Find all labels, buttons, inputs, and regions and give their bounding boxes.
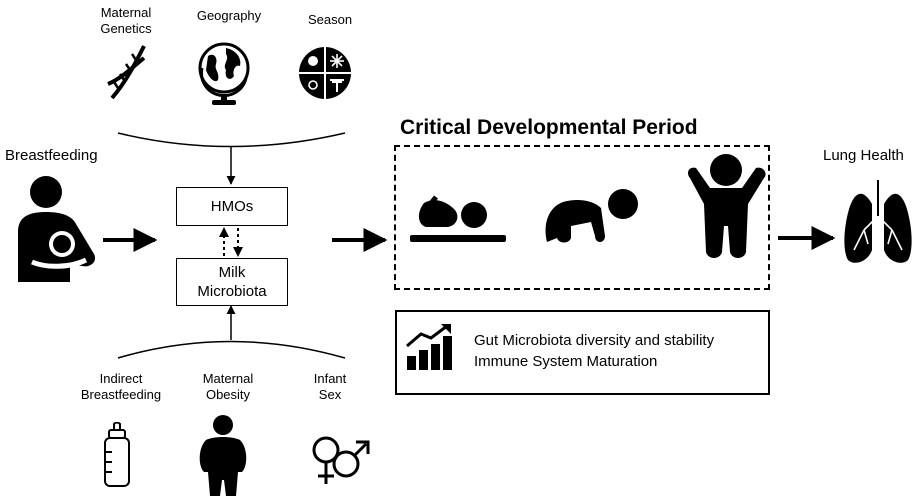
outcome-line-2: Immune System Maturation xyxy=(474,353,658,370)
standing-toddler-icon xyxy=(688,154,766,258)
label-maternal-genetics: Maternal Genetics xyxy=(100,5,152,36)
season-icon xyxy=(299,47,351,99)
breastfeeding-icon xyxy=(18,176,96,282)
critical-period-frame xyxy=(394,145,770,290)
milk-microbiota-box: Milk Microbiota xyxy=(176,258,288,306)
top-bracket xyxy=(117,132,346,148)
dna-icon xyxy=(107,45,146,100)
obese-person-icon xyxy=(199,415,247,496)
label-lung-health: Lung Health xyxy=(823,147,904,164)
globe-icon xyxy=(198,42,250,105)
hmos-box: HMOs xyxy=(176,187,288,226)
outcome-line-1: Gut Microbiota diversity and stability xyxy=(474,332,715,349)
label-breastfeeding: Breastfeeding xyxy=(5,147,98,164)
lying-baby-icon xyxy=(410,195,506,242)
outcome-box xyxy=(395,310,770,395)
baby-bottle-icon xyxy=(104,422,130,487)
lungs-icon xyxy=(844,180,912,263)
gender-icon xyxy=(312,436,370,484)
label-indirect-breastfeeding: Indirect Breastfeeding xyxy=(80,371,162,402)
label-season: Season xyxy=(307,12,353,27)
growth-chart-icon xyxy=(406,324,452,370)
outcome-text: Gut Microbiota diversity and stability I… xyxy=(474,330,714,372)
label-infant-sex: Infant Sex xyxy=(313,371,347,402)
crawling-baby-icon xyxy=(545,189,638,243)
label-geography: Geography xyxy=(196,8,262,23)
period-title: Critical Developmental Period xyxy=(400,116,698,139)
bottom-bracket xyxy=(117,340,346,359)
label-maternal-obesity: Maternal Obesity xyxy=(202,371,254,402)
